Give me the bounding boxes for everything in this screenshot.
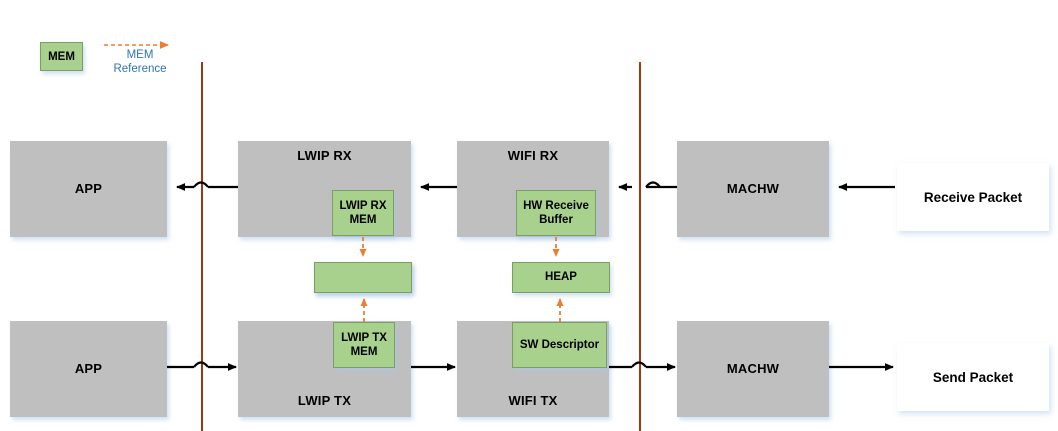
tx-lwip-heap-box-shared — [314, 262, 412, 293]
rx-machw-label: MACHW — [726, 180, 780, 196]
rx-wifi-label: WIFI RX — [507, 148, 559, 163]
rx-endpoint-label: Receive Packet — [923, 189, 1023, 205]
tx-arrow-wifi-to-machw-icon — [609, 363, 675, 368]
rx-wifi-mem-line1: HW Receive — [523, 199, 589, 212]
tx-lwip-mem-line1: LWIP TX — [341, 331, 387, 344]
rx-endpoint-box: Receive Packet — [897, 163, 1049, 231]
tx-app-box: APP — [10, 321, 167, 417]
legend-reference-line1: MEM — [126, 49, 154, 61]
tx-app-label: APP — [74, 360, 103, 376]
rx-arrow-machw-to-wifi-icon — [619, 183, 677, 188]
legend-reference-caption: MEM Reference — [100, 48, 180, 77]
tx-lwip-mem-label: LWIP TX MEM — [341, 331, 387, 360]
rx-app-label: APP — [74, 180, 103, 196]
tx-lwip-mem-line2: MEM — [350, 346, 378, 358]
tx-wifi-mem-box: SW Descriptor — [512, 322, 607, 368]
tx-machw-label: MACHW — [726, 360, 780, 376]
rx-machw-box: MACHW — [677, 141, 829, 237]
rx-wifi-mem-label: HW Receive Buffer — [523, 199, 589, 228]
rx-lwip-mem-line1: LWIP RX — [339, 199, 387, 212]
rx-wifi-heap-box: HEAP — [512, 262, 610, 293]
legend-mem-label: MEM — [48, 50, 75, 63]
boundary-line-left — [201, 62, 203, 431]
tx-machw-box: MACHW — [677, 321, 829, 417]
rx-lwip-mem-label: LWIP RX MEM — [339, 199, 386, 228]
tx-wifi-mem-label: SW Descriptor — [519, 338, 600, 351]
rx-lwip-box: LWIP RX — [238, 141, 411, 237]
rx-wifi-mem-box: HW Receive Buffer — [516, 190, 596, 236]
tx-endpoint-box: Send Packet — [897, 343, 1049, 411]
rx-arrow-lwip-to-app-icon — [177, 183, 238, 188]
rx-wifi-mem-line2: Buffer — [539, 214, 573, 226]
rx-app-box: APP — [10, 141, 167, 237]
rx-lwip-mem-box: LWIP RX MEM — [332, 190, 394, 236]
tx-endpoint-label: Send Packet — [932, 369, 1014, 385]
tx-lwip-label: LWIP TX — [297, 393, 352, 409]
rx-lwip-mem-line2: MEM — [349, 214, 377, 226]
rx-lwip-label: LWIP RX — [297, 148, 352, 163]
legend-reference-line2: Reference — [113, 63, 167, 76]
tx-lwip-mem-box: LWIP TX MEM — [333, 322, 395, 368]
tx-wifi-label: WIFI TX — [508, 393, 558, 409]
rx-wifi-heap-label: HEAP — [545, 271, 577, 284]
boundary-line-right — [639, 62, 641, 431]
legend-mem-box: MEM — [40, 42, 83, 71]
